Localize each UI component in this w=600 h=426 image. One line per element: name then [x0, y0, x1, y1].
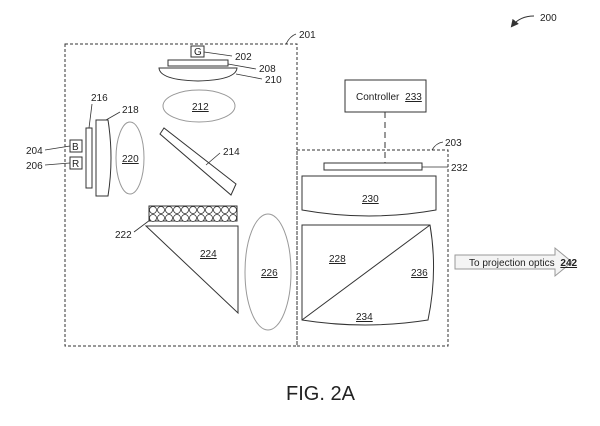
output-ref: 242	[560, 258, 577, 269]
lens-234-ref: 234	[356, 312, 373, 323]
light-path-220	[115, 121, 145, 195]
leader-201	[285, 33, 297, 45]
output-arrow	[454, 246, 573, 278]
plate-232-ref: 232	[451, 163, 468, 174]
lens-array-lenslets	[149, 206, 237, 222]
lens-218	[95, 119, 112, 197]
mirror-214	[159, 127, 237, 196]
plate-232	[323, 162, 423, 171]
leader-216	[88, 103, 93, 129]
red-source-letter: R	[72, 159, 79, 170]
leader-222	[133, 219, 151, 233]
controller-box	[344, 79, 427, 113]
lens-230-ref: 230	[362, 194, 379, 205]
illumination-module-ref: 201	[299, 30, 316, 41]
green-source-letter: G	[194, 47, 202, 58]
lens-230	[301, 175, 437, 217]
light-path-220-ref: 220	[122, 154, 139, 165]
light-path-226	[244, 213, 292, 331]
output-text: To projection optics 242	[469, 258, 578, 269]
imaging-module-box	[296, 149, 449, 347]
leader-208	[227, 63, 257, 70]
mirror-214-ref: 214	[223, 147, 240, 158]
figure-caption: FIG. 2A	[286, 383, 356, 405]
prism-assembly	[301, 224, 435, 326]
prism-224-ref: 224	[200, 249, 217, 260]
blue-source-letter: B	[72, 142, 79, 153]
leader-210	[235, 73, 263, 80]
controller-ref: 233	[405, 92, 422, 103]
figure-ref-arrow	[510, 15, 535, 28]
lens-218-ref: 218	[122, 105, 139, 116]
light-path-212	[162, 89, 236, 123]
red-source-ref: 206	[26, 161, 43, 172]
controller-text: Controller 233	[356, 92, 422, 103]
output-label: To projection optics	[469, 258, 555, 269]
imaging-module-ref: 203	[445, 138, 462, 149]
plate-216-ref: 216	[91, 93, 108, 104]
plate-208	[167, 59, 229, 67]
green-source	[190, 45, 205, 58]
leader-204	[44, 145, 71, 151]
blue-source-ref: 204	[26, 146, 43, 157]
lens-array-222-ref: 222	[115, 230, 132, 241]
light-path-212-ref: 212	[192, 102, 209, 113]
leader-202	[203, 51, 233, 57]
prism-diagonal	[301, 224, 431, 321]
leader-206	[44, 162, 71, 166]
leader-203	[431, 141, 444, 151]
lens-210	[158, 67, 238, 82]
figure-ref-label: 200	[540, 13, 557, 24]
light-path-226-ref: 226	[261, 268, 278, 279]
prism-236-ref: 236	[411, 268, 428, 279]
controller-label: Controller	[356, 92, 400, 103]
leader-214	[205, 152, 221, 166]
lens-210-ref: 210	[265, 75, 282, 86]
plate-208-ref: 208	[259, 64, 276, 75]
prism-228-ref: 228	[329, 254, 346, 265]
illumination-module-box	[64, 43, 298, 347]
prism-224	[144, 225, 239, 315]
plate-216	[85, 127, 93, 189]
green-source-ref: 202	[235, 52, 252, 63]
leader-218	[105, 111, 121, 121]
